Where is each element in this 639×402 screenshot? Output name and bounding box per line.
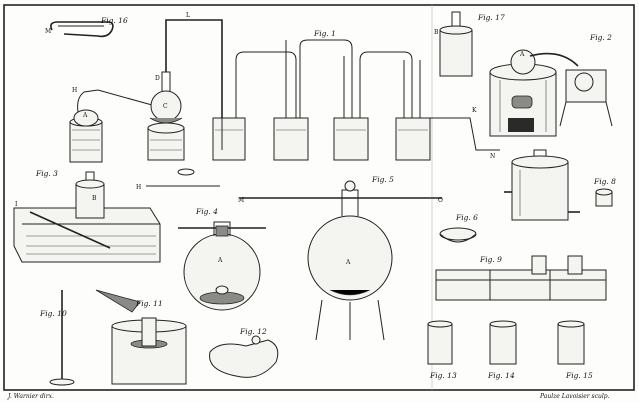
fig11-label: Fig. 11	[135, 299, 163, 308]
label-i: I	[15, 201, 18, 208]
fig5-label: Fig. 5	[371, 175, 394, 184]
fig12-bladder: Fig. 12	[209, 327, 279, 378]
credit-engraver: Paulze Lavoisier sculp.	[539, 393, 610, 400]
label-o: O	[438, 197, 443, 204]
fig16-label: Fig. 16	[100, 16, 128, 25]
fig1-tube-l	[165, 19, 223, 118]
label-k: K	[472, 107, 477, 114]
fig6-label: Fig. 6	[455, 213, 478, 222]
fig2-furnace: Fig. 2 A	[489, 33, 613, 137]
fig7-jar	[504, 149, 580, 221]
label-m: M	[45, 28, 51, 35]
fig12-label: Fig. 12	[239, 327, 267, 336]
fig17-label: Fig. 17	[477, 13, 505, 22]
fig14-label: Fig. 14	[487, 371, 515, 380]
fig3-rod: H	[136, 168, 220, 191]
label-c: C	[163, 103, 168, 110]
label-b1: B	[434, 29, 439, 36]
fig3-pneumatic-trough: Fig. 3 I B	[13, 169, 161, 263]
label-a2: A	[519, 51, 525, 58]
fig8-label: Fig. 8	[593, 177, 616, 186]
plate-border	[3, 4, 635, 391]
fig1-retort-furnace: H A	[69, 87, 153, 163]
fig4-label: Fig. 4	[195, 207, 218, 216]
label-l: L	[186, 12, 190, 19]
label-a3: A	[217, 257, 223, 264]
fig4-flask: Fig. 4 A	[178, 207, 266, 311]
label-a1: A	[82, 112, 88, 119]
fig1-woulfe-bottles: Fig. 1 K N	[212, 29, 500, 161]
credit-draughtsman: J. Warnier dirx.	[6, 393, 54, 400]
fig9-tray: Fig. 9	[435, 255, 607, 301]
fig5-large-balloon: Fig. 5 A M O	[238, 175, 443, 341]
label-m2: M	[238, 197, 244, 204]
fig9-label: Fig. 9	[479, 255, 502, 264]
fig10-stand: Fig. 10	[39, 290, 75, 386]
fig13-label: Fig. 13	[429, 371, 457, 380]
label-b2: B	[92, 195, 97, 202]
fig11-bell-jar: Fig. 11	[95, 289, 187, 385]
fig1-balloon-receiver: C D	[147, 71, 185, 161]
label-h: H	[72, 87, 77, 94]
fig8-crucible: Fig. 8	[593, 177, 616, 207]
fig17-jar: Fig. 17 B	[434, 11, 505, 77]
fig15-bottle: Fig. 15	[557, 320, 593, 380]
label-h2: H	[136, 184, 141, 191]
label-d: D	[155, 75, 160, 82]
fig16-curved-tube: M Fig. 16	[45, 16, 128, 38]
label-n: N	[490, 153, 495, 160]
fig2-label-top: Fig. 2	[589, 33, 612, 42]
fig15-label: Fig. 15	[565, 371, 593, 380]
fig6-dish: Fig. 6	[439, 213, 478, 243]
fig3-label: Fig. 3	[35, 169, 58, 178]
fig14-bottle: Fig. 14	[487, 320, 517, 380]
fig1-label: Fig. 1	[313, 29, 336, 38]
label-a4: A	[345, 259, 351, 266]
fig10-label: Fig. 10	[39, 309, 67, 318]
fig13-bottle: Fig. 13	[427, 320, 457, 380]
